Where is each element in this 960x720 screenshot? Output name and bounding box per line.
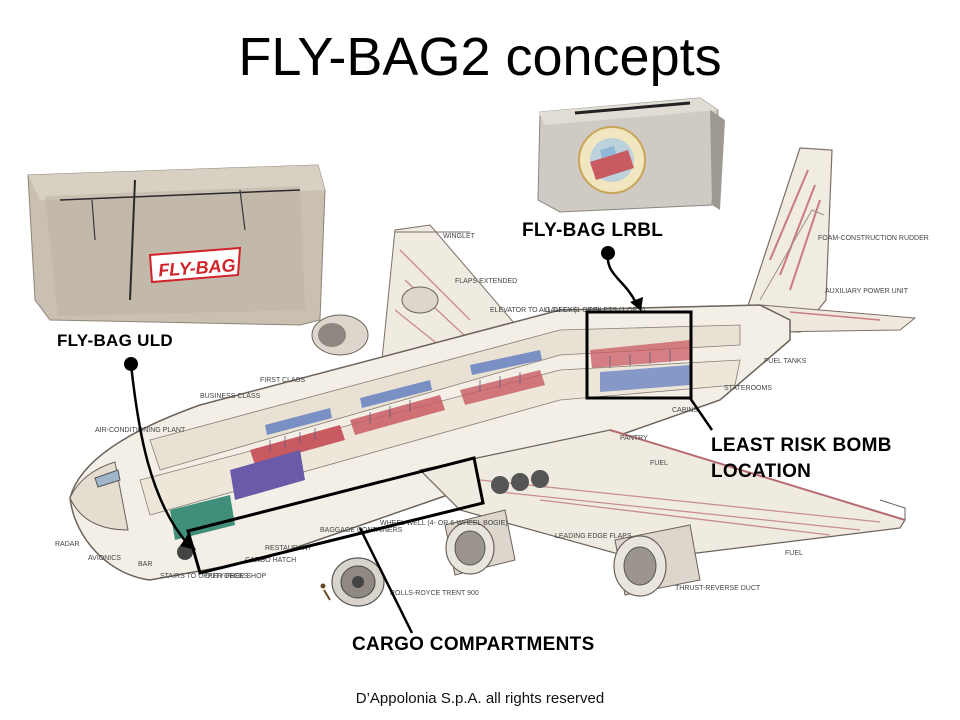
- near-engines: [444, 509, 701, 597]
- landing-gear: [177, 470, 549, 560]
- svg-text:RADAR: RADAR: [55, 541, 80, 548]
- least-risk-bomb-location-label: LEAST RISK BOMB LOCATION: [711, 433, 951, 485]
- slide-title: FLY-BAG2 concepts: [238, 27, 722, 87]
- svg-text:BAR: BAR: [138, 561, 152, 568]
- least-risk-line-2: LOCATION: [711, 461, 812, 482]
- svg-text:WINGLET: WINGLET: [443, 233, 476, 240]
- callout-leader-lines: [129, 254, 714, 634]
- svg-text:WHEEL WELL (4- OR 6-WHEEL BOGI: WHEEL WELL (4- OR 6-WHEEL BOGIE): [380, 520, 508, 527]
- svg-text:FUEL: FUEL: [785, 550, 803, 557]
- svg-text:ROLLS-ROYCE TRENT 900: ROLLS-ROYCE TRENT 900: [390, 590, 479, 597]
- fly-bag-uld-label: FLY-BAG ULD: [57, 331, 174, 350]
- svg-text:LEADING EDGE FLAPS: LEADING EDGE FLAPS: [555, 533, 632, 540]
- least-risk-line-1: LEAST RISK BOMB: [711, 435, 892, 456]
- svg-text:ELEVATOR TO ALL DECKS: ELEVATOR TO ALL DECKS: [490, 307, 578, 314]
- svg-text:STAIRS TO UPPER DECKS: STAIRS TO UPPER DECKS: [160, 573, 249, 580]
- svg-text:CABINS: CABINS: [672, 407, 698, 414]
- svg-text:FUEL TANKS: FUEL TANKS: [764, 358, 807, 365]
- callout-markers: [124, 246, 643, 550]
- copyright-footer: D’Appolonia S.p.A. all rights reserved: [355, 690, 605, 707]
- uld-callout-dot: [124, 357, 138, 371]
- fly-bag-logo: FLY-BAG: [148, 246, 242, 284]
- cargo-compartment-box: [186, 456, 485, 575]
- svg-text:FLAPS EXTENDED: FLAPS EXTENDED: [455, 278, 517, 285]
- svg-text:AUXILIARY POWER UNIT: AUXILIARY POWER UNIT: [825, 288, 909, 295]
- least-risk-bomb-location-box: [585, 310, 693, 400]
- fly-bag-lrbl-image: [537, 97, 725, 213]
- svg-text:FUEL: FUEL: [650, 460, 668, 467]
- cargo-compartments-label: CARGO COMPARTMENTS: [352, 634, 595, 655]
- svg-text:FOAM-CONSTRUCTION RUDDER: FOAM-CONSTRUCTION RUDDER: [818, 235, 929, 242]
- uld-callout-arrowhead: [180, 534, 196, 550]
- fly-bag-uld-image: FLY-BAG: [27, 164, 326, 326]
- svg-text:FIRST CLASS: FIRST CLASS: [260, 377, 305, 384]
- svg-text:THRUST-REVERSE DUCT: THRUST-REVERSE DUCT: [675, 585, 761, 592]
- svg-text:RESTAURANT: RESTAURANT: [265, 545, 313, 552]
- svg-text:AVIONICS: AVIONICS: [88, 555, 121, 562]
- lrbl-callout-dot: [601, 246, 615, 260]
- svg-text:CARGO HATCH: CARGO HATCH: [245, 557, 296, 564]
- svg-text:DUTY-FREE SHOP: DUTY-FREE SHOP: [205, 573, 267, 580]
- fuselage: [69, 304, 791, 581]
- lrbl-callout-arrowhead: [630, 297, 643, 311]
- far-engines: [311, 286, 439, 356]
- fly-bag-lrbl-label: FLY-BAG LRBL: [522, 220, 664, 241]
- trent-engine-detail: [320, 557, 385, 607]
- svg-text:BUSINESS CLASS: BUSINESS CLASS: [200, 393, 261, 400]
- svg-text:GALLEY (1 OF 6): GALLEY (1 OF 6): [545, 307, 600, 314]
- svg-text:STATEROOMS: STATEROOMS: [724, 385, 772, 392]
- svg-text:PANTRY: PANTRY: [620, 435, 648, 442]
